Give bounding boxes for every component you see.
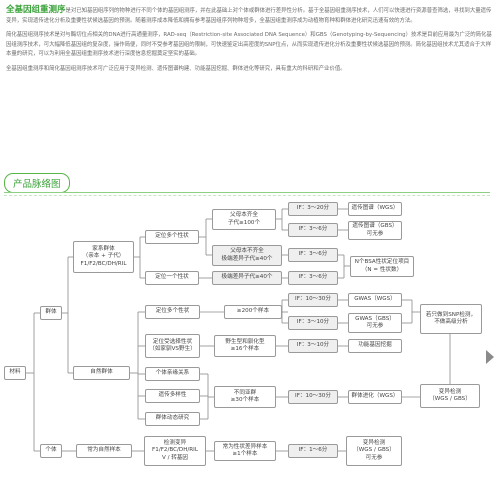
if-score-4: IF：3～6分 — [288, 271, 338, 285]
node-natural-population: 自然群体 — [73, 366, 130, 380]
if-score-3: IF：3～6分 — [288, 248, 338, 262]
node-parents-complete: 父母本齐全 子代≥100个 — [212, 209, 276, 230]
node-population-dynamics: 群体动态研究 — [145, 412, 200, 426]
node-family-multi-trait: 定位多个性状 — [145, 230, 199, 244]
node-subpopulation: 不同亚群 ≥30个样本 — [214, 386, 276, 408]
node-natural-sample: 常为自然样本 — [76, 444, 132, 458]
if-score-5: IF：10～30分 — [288, 293, 338, 307]
result-genetic-map-wgs: 遗传图谱（WGS） — [348, 202, 402, 216]
intro-paragraph-2: 简化基因组测序技术是对与酶切位点相关的DNA进行高通量测序，RAD-seq（Re… — [6, 32, 492, 58]
node-root-material: 材料 — [4, 366, 26, 380]
intro-paragraph-1: 全基因组重测序是对已知基因组序列的物种进行不同个体的基因组测序，并在此基础上对个… — [6, 5, 492, 24]
node-family-single-trait: 定位一个性状 — [145, 271, 199, 285]
intro-text: 全基因组重测序是对已知基因组序列的物种进行不同个体的基因组测序，并在此基础上对个… — [6, 5, 492, 80]
intro-paragraph-3: 全基因组重测序和简化基因组测序技术可广泛应用于变异检测、遗传图谱构建、功能基因挖… — [6, 65, 346, 72]
result-gwas-gbs: GWAS（GBS） 可无参 — [348, 313, 402, 333]
section-divider — [4, 192, 490, 193]
node-detect-variants: 检测变异 F1/F2/BC/DH/RIL V / 转基因 — [144, 436, 206, 466]
section-title: 产品脉络图 — [4, 173, 70, 193]
result-population-evolution: 群体进化（WGS） — [348, 390, 402, 404]
result-variant-detection: 变异检测 （WGS / GBS） — [420, 384, 480, 408]
result-variant-detection-individual: 变异检测 （WGS / GBS） 可无参 — [346, 436, 402, 466]
node-population: 群体 — [40, 306, 62, 320]
node-individual: 个体 — [40, 444, 62, 458]
result-functional-gene: 功能基因挖掘 — [348, 339, 402, 353]
node-trait-diff-samples: 常为性状差异样本 ≥1个样本 — [214, 441, 276, 461]
node-natural-multi-trait: 定位多个性状 — [145, 305, 200, 319]
node-kinship: 个体亲缘关系 — [145, 367, 200, 381]
if-score-6: IF：3～10分 — [288, 316, 338, 330]
node-family-population: 家系群体 （亲本 + 子代） F1/F2/BC/DH/RIL — [73, 241, 134, 273]
node-selected-trait: 定位受选择性状 （如家驯VS野生） — [145, 334, 200, 358]
result-bsa: N个BSA性状定位项目 （N = 性状数） — [350, 256, 414, 277]
if-score-2: IF：3～6分 — [288, 223, 338, 237]
next-arrow-icon[interactable] — [486, 350, 494, 364]
section-divider-dashed — [4, 195, 490, 196]
if-score-8: IF：10～30分 — [288, 390, 338, 404]
note-snp-only: 若只做到SNP检测， 不做高级分析 — [420, 304, 482, 334]
node-wild-domestic: 野生型和驯化型 ≥16个样本 — [214, 335, 276, 357]
result-genetic-map-gbs: 遗传图谱（GBS） 可无参 — [348, 221, 402, 240]
intro-highlight: 全基因组重测序 — [6, 5, 66, 15]
if-score-7: IF：3～10分 — [288, 339, 338, 353]
node-200-samples: ≥200个样本 — [224, 305, 282, 319]
if-score-9: IF：1～6分 — [288, 444, 338, 458]
node-genetic-diversity: 遗传多样性 — [145, 389, 200, 403]
node-parents-incomplete: 父母本不齐全 极端差异子代≥40个 — [212, 245, 282, 266]
section-title-badge: 产品脉络图 — [4, 173, 70, 193]
result-gwas-wgs: GWAS（WGS） — [348, 293, 402, 307]
if-score-1: IF：3～20分 — [288, 202, 338, 216]
node-extreme-offspring: 极端差异子代≥40个 — [212, 271, 282, 285]
